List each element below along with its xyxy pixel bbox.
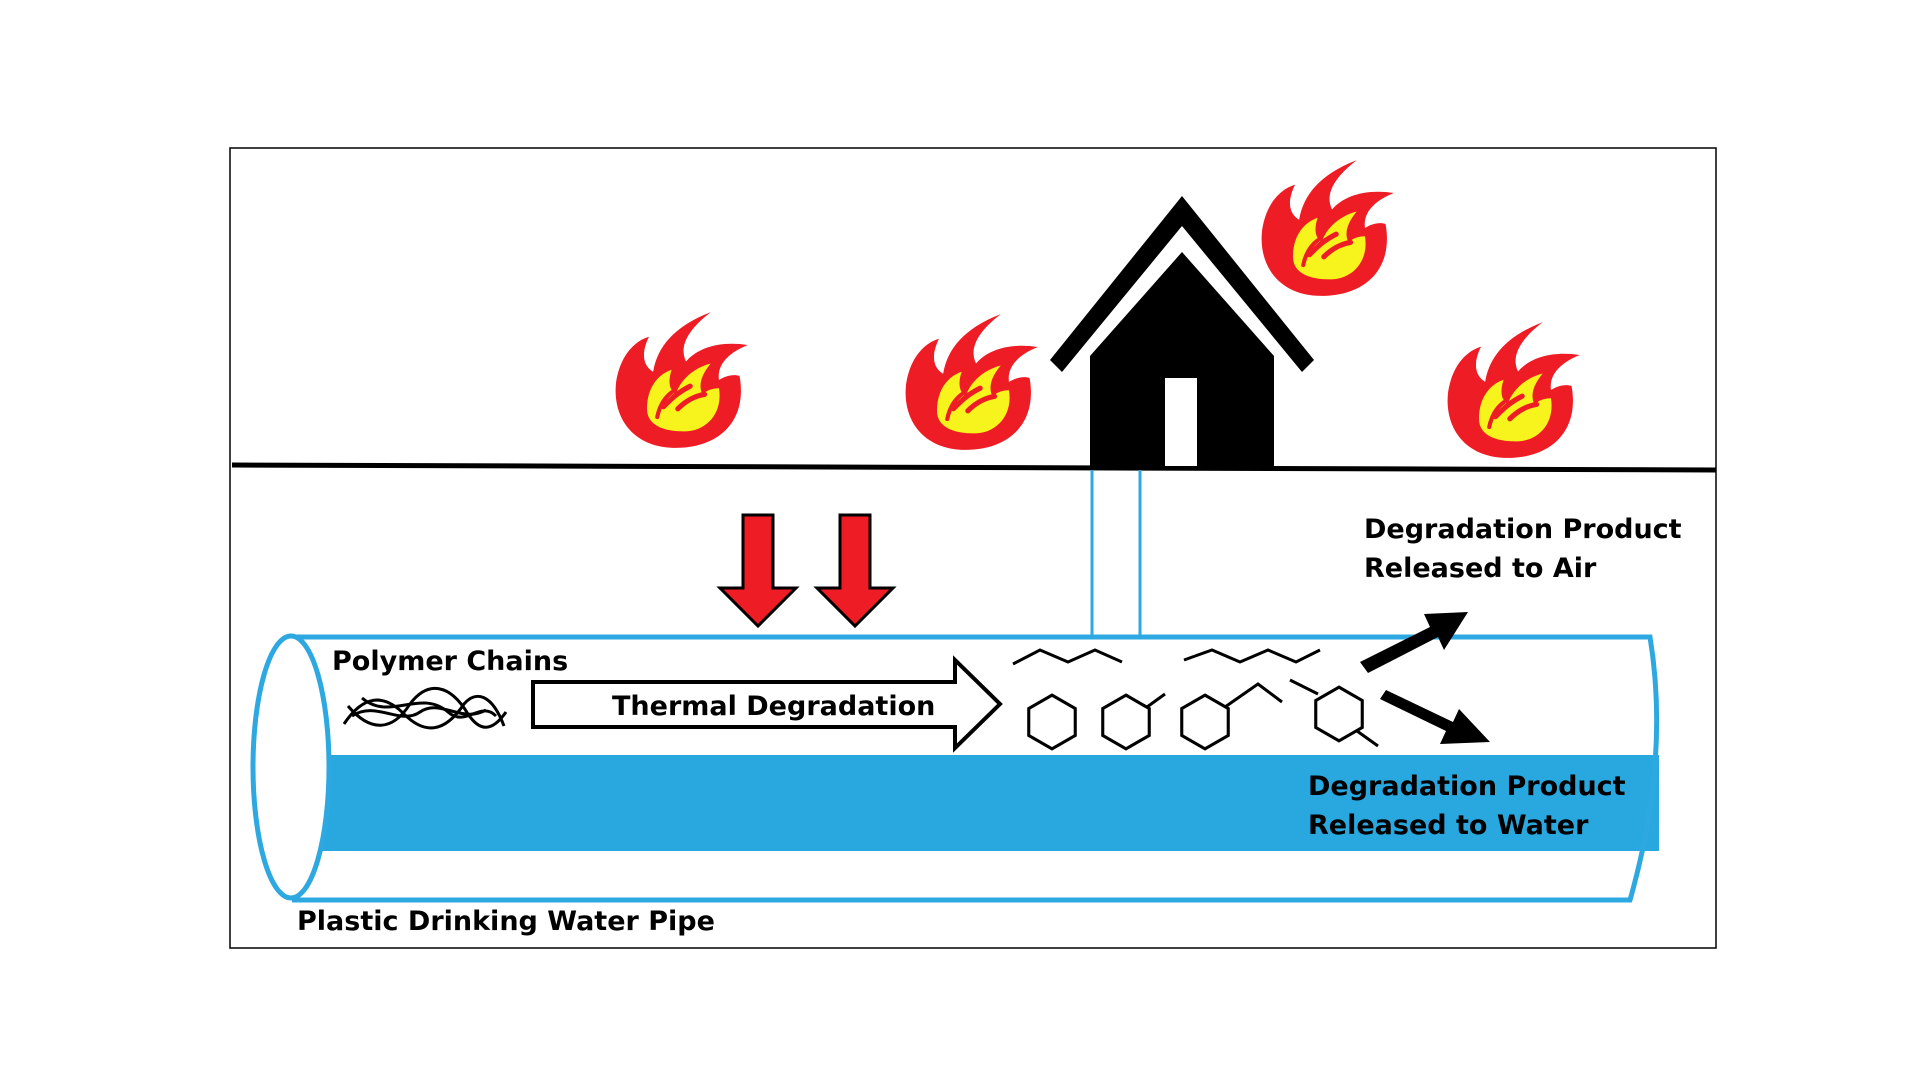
aliphatic-chain-icon	[1012, 648, 1321, 666]
fire-icon	[616, 312, 748, 448]
down-arrow-icon	[716, 513, 800, 629]
fire-icon	[906, 314, 1038, 450]
water-fill	[292, 755, 1659, 851]
ground-line	[231, 462, 1717, 473]
figure-frame	[229, 147, 1717, 949]
thermal-degradation-label: Thermal Degradation	[612, 691, 935, 722]
down-arrow-icon	[813, 513, 897, 629]
thermal-degradation-arrow	[531, 655, 1003, 753]
toluene-ring-icon	[1101, 692, 1166, 751]
xylene-ring-icon	[1289, 678, 1379, 748]
benzene-ring-icon	[1027, 693, 1077, 751]
air-release-label-line1: Degradation Product	[1364, 514, 1682, 545]
polymer-chains-label: Polymer Chains	[332, 646, 568, 677]
polymer-chain-icon	[342, 687, 508, 730]
pipe-opening	[250, 633, 332, 901]
service-line	[1090, 470, 1142, 637]
diagonal-arrow-icon	[1380, 690, 1490, 744]
pipe-label: Plastic Drinking Water Pipe	[297, 906, 715, 937]
water-release-label-line2: Released to Water	[1308, 810, 1589, 841]
fire-icon	[1262, 160, 1394, 296]
fire-icon	[1448, 322, 1580, 458]
air-release-label-line2: Released to Air	[1364, 553, 1597, 584]
water-release-label-line1: Degradation Product	[1308, 771, 1626, 802]
diagonal-arrow-icon	[1360, 612, 1468, 673]
house-icon	[1050, 196, 1314, 466]
water-pipe	[250, 633, 1660, 903]
ethylbenzene-ring-icon	[1180, 682, 1283, 751]
